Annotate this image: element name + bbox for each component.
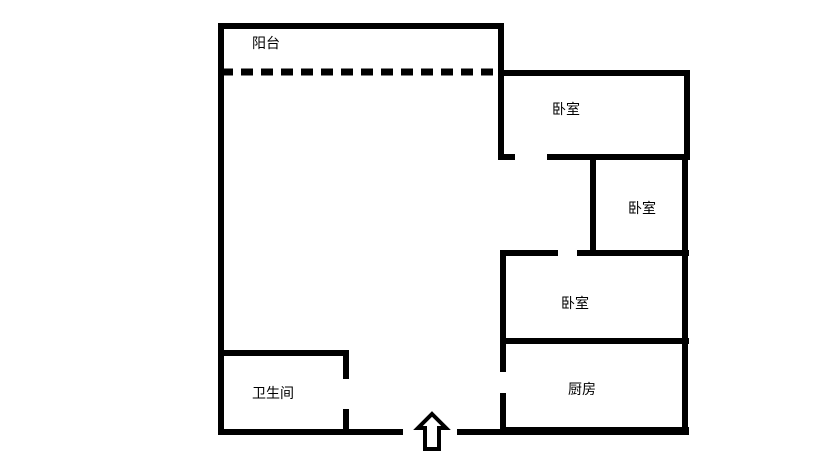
up-arrow-icon xyxy=(413,411,451,451)
room-label-bedroom-1: 卧室 xyxy=(552,102,580,118)
room-label-balcony: 阳台 xyxy=(252,36,280,52)
room-label-bedroom-3: 卧室 xyxy=(561,296,589,312)
room-label-bedroom-2: 卧室 xyxy=(628,201,656,217)
room-label-bathroom: 卫生间 xyxy=(252,386,294,402)
balcony-wall xyxy=(218,23,504,75)
room-label-kitchen: 厨房 xyxy=(568,382,596,398)
